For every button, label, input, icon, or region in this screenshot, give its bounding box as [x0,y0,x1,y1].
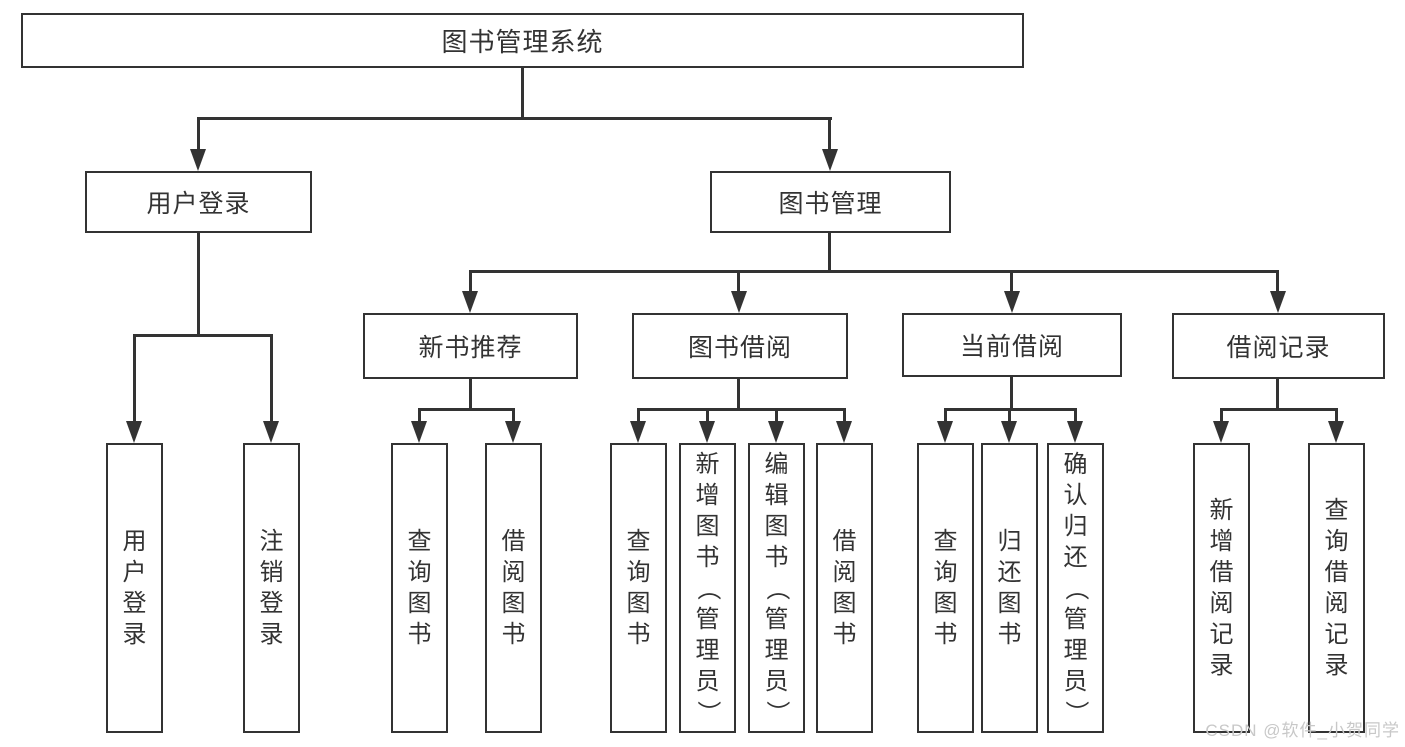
connector-drop-leaf [512,408,515,423]
connector-drop-leaf [1335,408,1338,423]
node-leaf-add-books-admin: 新增图书（管理员） [679,443,736,733]
arrowhead-down-icon [1067,421,1083,443]
arrowhead-down-icon [411,421,427,443]
connector-level3-rail [469,270,1279,273]
arrowhead-down-icon [937,421,953,443]
node-leaf-recommend-query-books: 查询图书 [391,443,448,733]
node-leaf-user-login: 用户登录 [106,443,163,733]
node-user-login: 用户登录 [85,171,312,233]
arrowhead-down-icon [190,149,206,171]
connector-drop-leaf [843,408,846,423]
connector-current-borrow-stem [1010,377,1013,411]
node-leaf-edit-books-admin: 编辑图书（管理员） [748,443,805,733]
node-leaf-recommend-borrow-books: 借阅图书 [485,443,542,733]
connector-drop-leaf [133,334,136,423]
node-book-management: 图书管理 [710,171,951,233]
arrowhead-down-icon [126,421,142,443]
node-leaf-borrow-books: 借阅图书 [816,443,873,733]
arrowhead-down-icon [1001,421,1017,443]
node-leaf-current-query-books: 查询图书 [917,443,974,733]
connector-group3-rail [637,408,846,411]
connector-group2-rail [418,408,515,411]
arrowhead-down-icon [263,421,279,443]
node-leaf-add-borrow-record: 新增借阅记录 [1193,443,1250,733]
connector-drop-leaf [775,408,778,423]
arrowhead-down-icon [630,421,646,443]
connector-new-book-stem [469,379,472,411]
connector-drop-leaf [270,334,273,423]
node-leaf-confirm-return-admin: 确认归还（管理员） [1047,443,1104,733]
connector-group1-rail [133,334,273,337]
connector-drop-book-management [828,117,831,151]
arrowhead-down-icon [1328,421,1344,443]
connector-root-stem [521,68,524,118]
connector-drop-book-borrow [737,270,740,293]
connector-borrow-records-stem [1276,379,1279,411]
connector-drop-leaf [1074,408,1077,423]
connector-drop-leaf [1008,408,1011,423]
connector-drop-leaf [944,408,947,423]
arrowhead-down-icon [462,291,478,313]
connector-drop-leaf [1220,408,1223,423]
connector-group5-rail [1220,408,1338,411]
connector-user-login-stem [197,233,200,336]
node-current-borrow: 当前借阅 [902,313,1122,377]
arrowhead-down-icon [1270,291,1286,313]
connector-level2-rail [197,117,832,120]
arrowhead-down-icon [768,421,784,443]
arrowhead-down-icon [731,291,747,313]
node-leaf-logout: 注销登录 [243,443,300,733]
node-leaf-query-borrow-record: 查询借阅记录 [1308,443,1365,733]
node-borrow-records: 借阅记录 [1172,313,1385,379]
connector-book-mgmt-stem [828,233,831,273]
connector-drop-leaf [418,408,421,423]
connector-drop-current-borrow [1010,270,1013,293]
connector-book-borrow-stem [737,379,740,411]
connector-drop-borrow-records [1276,270,1279,293]
node-leaf-return-books: 归还图书 [981,443,1038,733]
node-book-borrow: 图书借阅 [632,313,848,379]
arrowhead-down-icon [1213,421,1229,443]
arrowhead-down-icon [836,421,852,443]
watermark-text: CSDN @软件_小贺同学 [1205,721,1400,740]
arrowhead-down-icon [699,421,715,443]
connector-drop-new-book-recommend [469,270,472,293]
node-new-book-recommend: 新书推荐 [363,313,578,379]
connector-drop-leaf [706,408,709,423]
arrowhead-down-icon [505,421,521,443]
connector-drop-leaf [637,408,640,423]
node-leaf-borrow-query-books: 查询图书 [610,443,667,733]
arrowhead-down-icon [1004,291,1020,313]
connector-drop-user-login [197,117,200,151]
node-root: 图书管理系统 [21,13,1024,68]
arrowhead-down-icon [822,149,838,171]
